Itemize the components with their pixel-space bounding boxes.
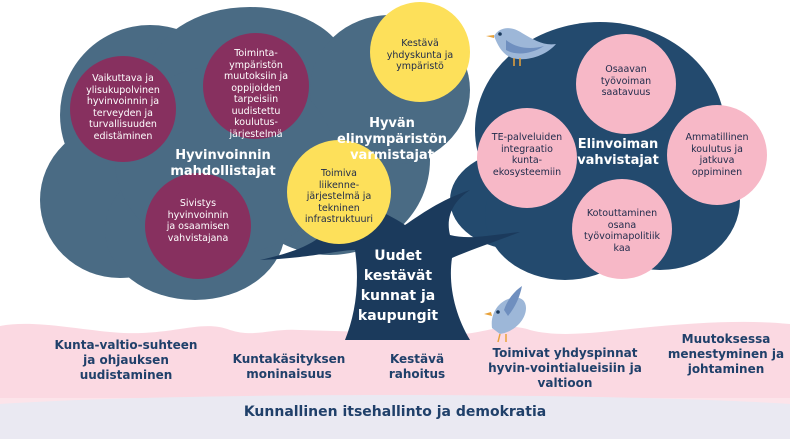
circle-right-4-label: Kotouttaminen osana työvoimapolitiik kaa — [584, 208, 660, 254]
circle-right-3 — [667, 105, 767, 205]
circle-right-1 — [576, 34, 676, 134]
circle-right-2-label: TE-palveluiden integraatio kunta-ekosyst… — [491, 132, 563, 178]
cluster-left-title: Hyvinvoinnin mahdollistajat — [170, 148, 276, 179]
circle-left-2-label: Toiminta-ympäristön muutoksiin ja oppijo… — [223, 48, 289, 140]
bird-bottom-icon — [484, 286, 526, 343]
circle-left-1-label: Vaikuttava ja ylisukupolvinen hyvinvoinn… — [86, 73, 160, 142]
ground-item-5: Muutoksessa menestyminen ja johtaminen — [667, 332, 785, 376]
foundation-label: Kunnallinen itsehallinto ja demokratia — [243, 404, 547, 420]
ground-item-3: Kestävä rahoitus — [388, 352, 446, 381]
cluster-middle-title: Hyvän elinympäristön varmistajat — [336, 116, 448, 163]
circle-right-2 — [477, 108, 577, 208]
circle-right-4 — [572, 179, 672, 279]
circle-middle-2-label: Toimiva liikenne-järjestelmä ja tekninen… — [304, 168, 374, 225]
bird-top-icon — [486, 28, 556, 66]
circle-right-1-label: Osaavan työvoiman saatavuus — [600, 64, 652, 98]
tree-trunk — [260, 190, 520, 340]
circle-middle-1-label: Kestävä yhdyskunta ja ympäristö — [386, 38, 454, 72]
circle-middle-1 — [370, 2, 470, 102]
circle-middle-2 — [287, 140, 391, 244]
ground-item-2: Kuntakäsityksen moninaisuus — [232, 352, 346, 381]
trunk-label: Uudet kestävät kunnat ja kaupungit — [357, 248, 439, 324]
foundation-arc — [0, 395, 790, 439]
circle-left-1 — [70, 56, 176, 162]
circle-right-3-label: Ammatillinen koulutus ja jatkuva oppimin… — [685, 132, 749, 178]
ground-item-1: Kunta-valtio-suhteen ja ohjauksen uudist… — [54, 338, 198, 382]
cluster-right-title: Elinvoiman vahvistajat — [577, 137, 659, 168]
circle-left-3 — [145, 173, 251, 279]
circle-left-3-label: Sivistys hyvinvoinnin ja osaamisen vahvi… — [166, 198, 230, 244]
circle-left-2 — [203, 33, 309, 139]
ground-item-4: Toimivat yhdyspinnat hyvin-vointialueisi… — [488, 346, 642, 390]
